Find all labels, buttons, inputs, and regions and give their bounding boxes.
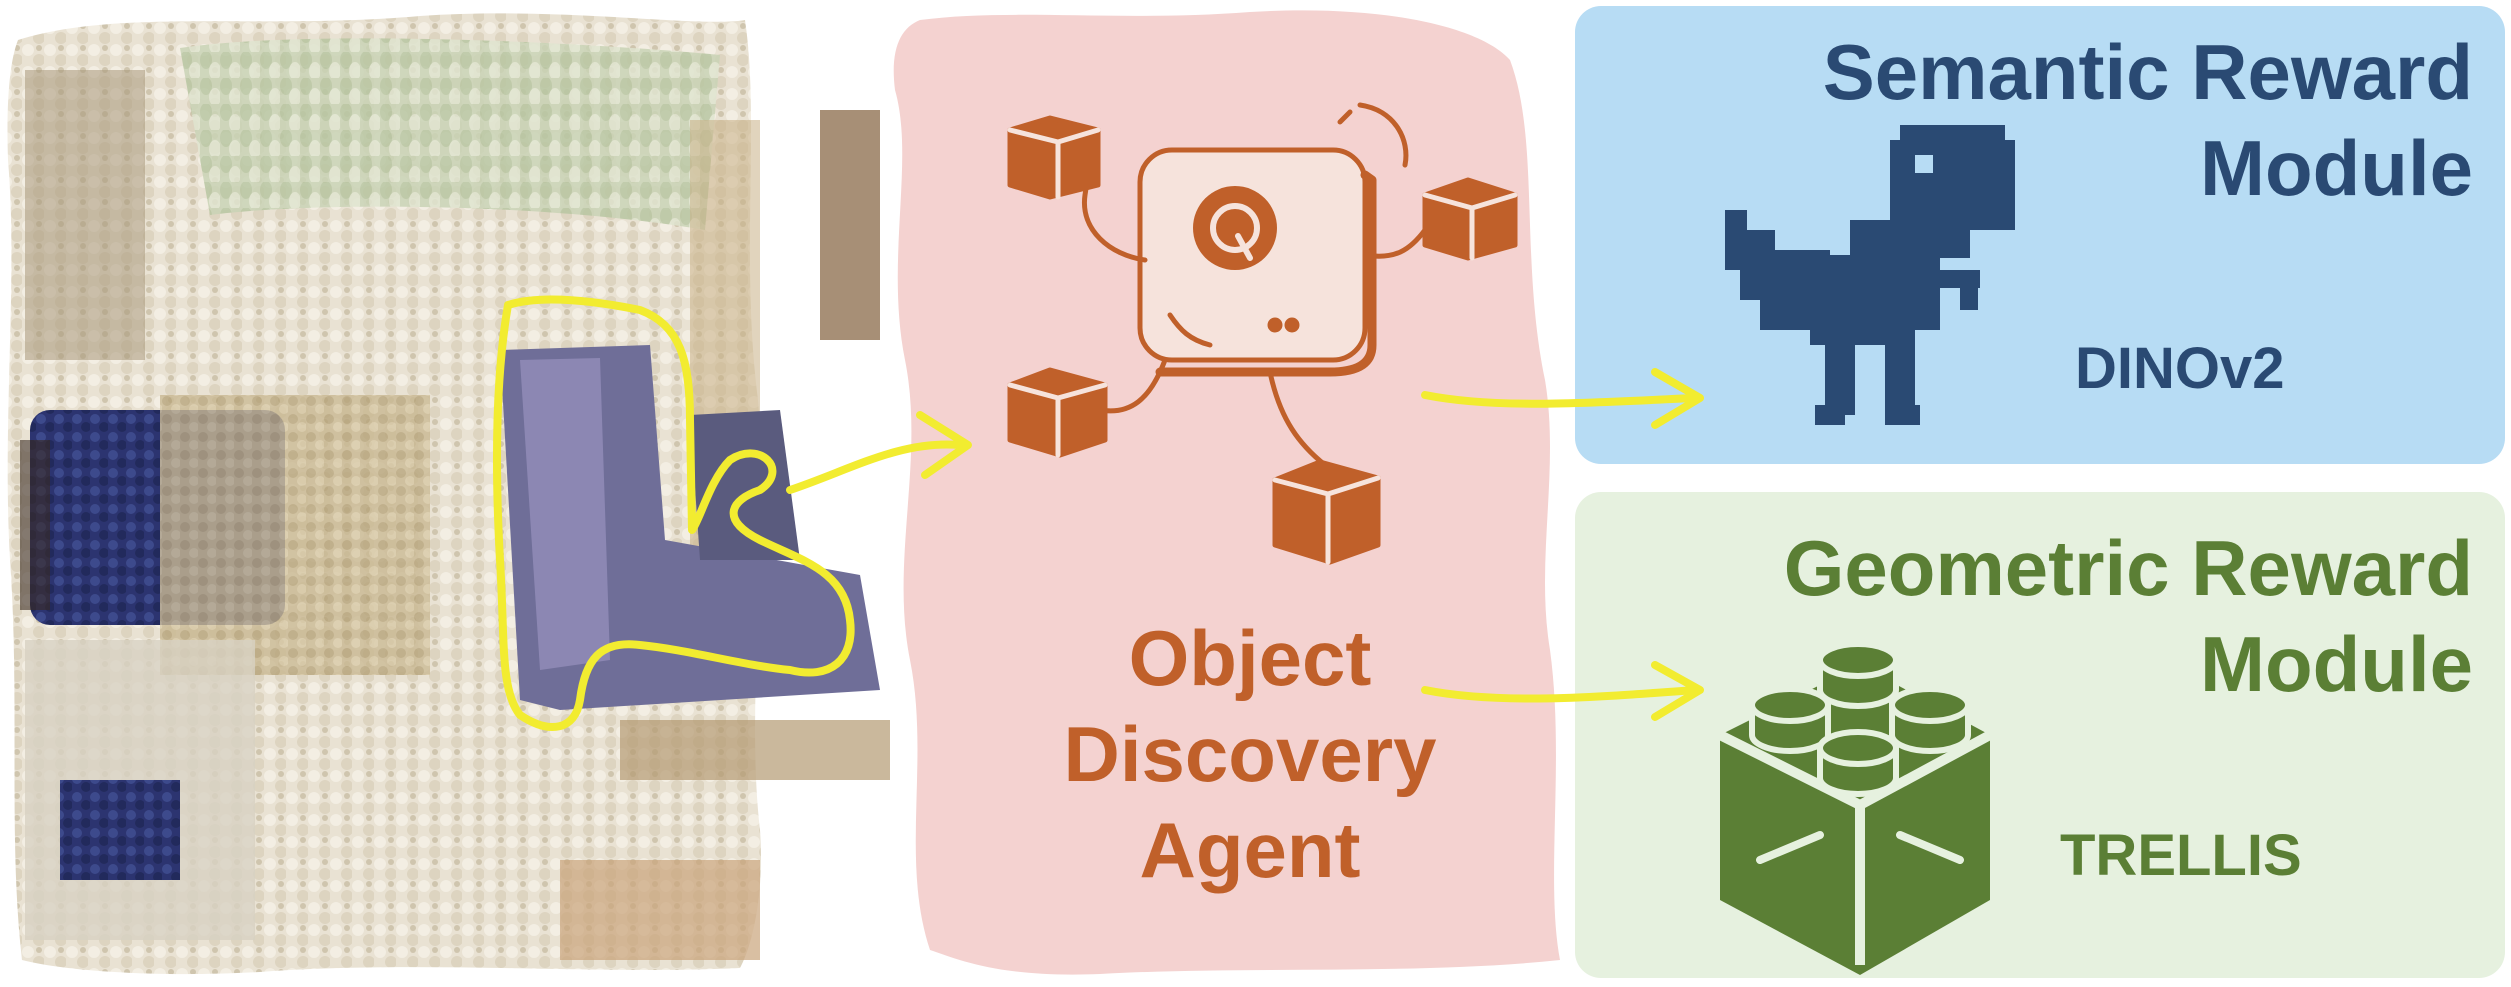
agent-panel <box>893 10 1560 975</box>
object-highlight-outline <box>492 295 855 731</box>
arrow-scene-to-agent <box>786 411 972 494</box>
semantic-title-line2: Module <box>2200 124 2473 212</box>
semantic-reward-title: Semantic Reward Module <box>1823 24 2473 216</box>
semantic-reward-panel <box>1575 6 2505 464</box>
agent-title-line3: Agent <box>1139 806 1361 894</box>
agent-title: Object Discovery Agent <box>1000 610 1500 898</box>
point-cloud-room-icon <box>7 13 890 975</box>
geometric-title-line2: Module <box>2200 620 2473 708</box>
robot-juggling-cubes-icon <box>1007 102 1518 565</box>
arrow-agent-to-geometric <box>1421 661 1704 721</box>
geometric-title-line1: Geometric Reward <box>1783 524 2473 612</box>
geometric-reward-title: Geometric Reward Module <box>1784 520 2473 712</box>
arrow-agent-to-semantic <box>1421 368 1704 429</box>
semantic-title-line1: Semantic Reward <box>1822 28 2473 116</box>
lego-brick-icon <box>1717 641 1993 975</box>
geometric-model-label: TRELLIS <box>2060 823 2302 888</box>
semantic-model-label: DINOv2 <box>2075 336 2285 401</box>
pixel-dinosaur-icon <box>1725 125 2015 425</box>
agent-title-line2: Discovery <box>1063 710 1437 798</box>
agent-title-line1: Object <box>1128 614 1372 702</box>
